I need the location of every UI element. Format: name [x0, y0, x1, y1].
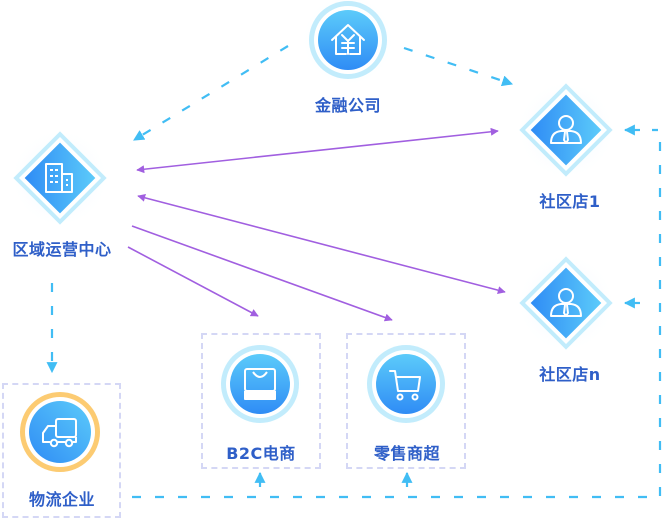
- node-store1[interactable]: [516, 80, 616, 180]
- label-retail: 零售商超: [373, 444, 441, 463]
- label-finance: 金融公司: [314, 96, 382, 115]
- node-finance[interactable]: [300, 0, 396, 88]
- edge-logistics-bus: [132, 128, 662, 499]
- edge-region-store1: [136, 127, 499, 174]
- box-retail: [346, 333, 466, 469]
- house-yuan-icon: [331, 24, 365, 55]
- node-retail[interactable]: [360, 338, 452, 430]
- person-tie-icon: [550, 115, 582, 144]
- node-storen[interactable]: [516, 253, 616, 353]
- label-store1: 社区店1: [539, 192, 601, 211]
- node-b2c[interactable]: [214, 338, 306, 430]
- box-logistics: [2, 383, 121, 518]
- edge-region-storen: [137, 193, 506, 295]
- edges-dashed: [46, 45, 662, 499]
- label-b2c: B2C电商: [226, 444, 296, 463]
- edges-solid: [127, 127, 506, 322]
- edge-finance-store1: [403, 46, 514, 87]
- edge-finance-region: [133, 45, 289, 141]
- edge-region-b2c: [127, 246, 259, 317]
- box-b2c: [201, 333, 321, 469]
- node-logistics[interactable]: [14, 386, 106, 478]
- label-region: 区域运营中心: [12, 240, 112, 259]
- truck-icon: [42, 418, 77, 448]
- label-logistics: 物流企业: [28, 490, 96, 509]
- shopping-bag-icon: [244, 368, 276, 400]
- label-storen: 社区店n: [539, 365, 601, 384]
- person-tie-icon: [550, 288, 582, 317]
- node-region[interactable]: [10, 128, 110, 228]
- edge-region-retail: [131, 225, 393, 322]
- office-building-icon: [45, 163, 73, 193]
- shopping-cart-icon: [389, 370, 421, 401]
